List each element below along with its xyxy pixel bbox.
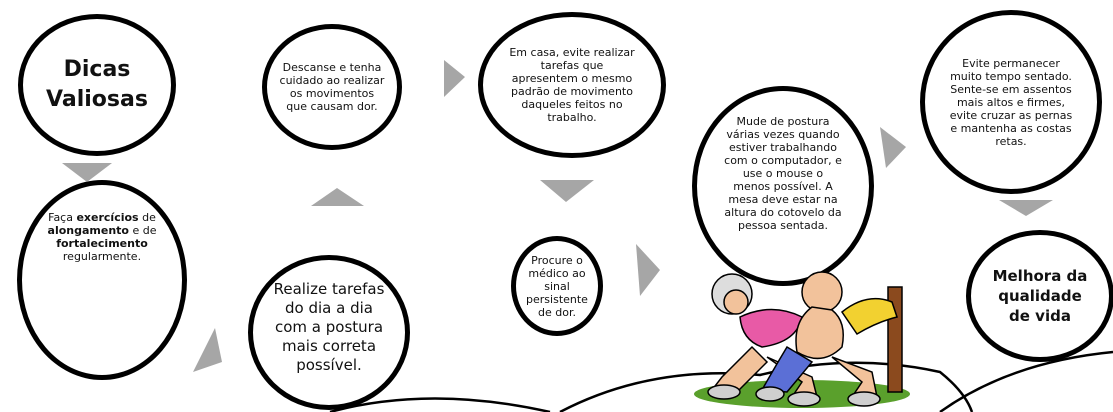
tip-rest-text: Descanse e tenha cuidado ao realizar os … [279, 61, 385, 113]
tip-rest: Descanse e tenha cuidado ao realizar os … [262, 24, 402, 150]
diagram-title: Dicas Valiosas [46, 55, 148, 115]
arrow-down-3 [999, 200, 1053, 216]
title-line2: Valiosas [46, 87, 148, 112]
arrow-right-3 [880, 127, 906, 168]
tip-home: Em casa, evite realizar tarefas que apre… [478, 12, 666, 158]
exercise-mid-2: e de [128, 224, 157, 237]
arrow-up-right-1 [193, 328, 222, 372]
result-circle: Melhora da qualidade de vida [966, 230, 1113, 362]
cloud-right [939, 350, 1113, 412]
arrow-up-1 [311, 188, 364, 206]
result-text: Melhora da qualidade de vida [992, 267, 1088, 325]
tip-posture-daily: Realize tarefas do dia a dia com a postu… [248, 255, 410, 410]
arrow-down-1 [62, 163, 112, 182]
title-circle: Dicas Valiosas [18, 14, 176, 156]
arrow-down-2 [540, 180, 594, 202]
tip-exercise: Faça exercícios de alongamento e de fort… [17, 180, 187, 380]
exercise-suffix: regularmente. [62, 250, 142, 263]
tip-computer-text: Mude de postura várias vezes quando esti… [724, 115, 842, 232]
arrow-right-1 [444, 60, 465, 97]
arrow-right-2 [636, 244, 660, 296]
tip-computer: Mude de postura várias vezes quando esti… [692, 86, 874, 286]
tip-sitting: Evite permanecer muito tempo sentado. Se… [920, 10, 1102, 194]
cloud-left [329, 397, 551, 412]
exercise-mid-1: de [138, 211, 156, 224]
exercise-bold-3: fortalecimento [56, 237, 148, 250]
exercise-prefix: Faça [48, 211, 77, 224]
tip-doctor-text: Procure o médico ao sinal persistente de… [526, 253, 588, 319]
tip-home-text: Em casa, evite realizar tarefas que apre… [509, 46, 635, 124]
tip-sitting-text: Evite permanecer muito tempo sentado. Se… [949, 56, 1073, 148]
title-line1: Dicas [63, 57, 131, 82]
tip-posture-daily-text: Realize tarefas do dia a dia com a postu… [273, 280, 385, 374]
tip-exercise-text: Faça exercícios de alongamento e de fort… [37, 211, 167, 263]
exercise-bold-1: exercícios [76, 211, 139, 224]
exercise-bold-2: alongamento [47, 224, 129, 237]
tip-doctor: Procure o médico ao sinal persistente de… [511, 236, 603, 336]
exercise-clipart-illustration [694, 271, 910, 408]
